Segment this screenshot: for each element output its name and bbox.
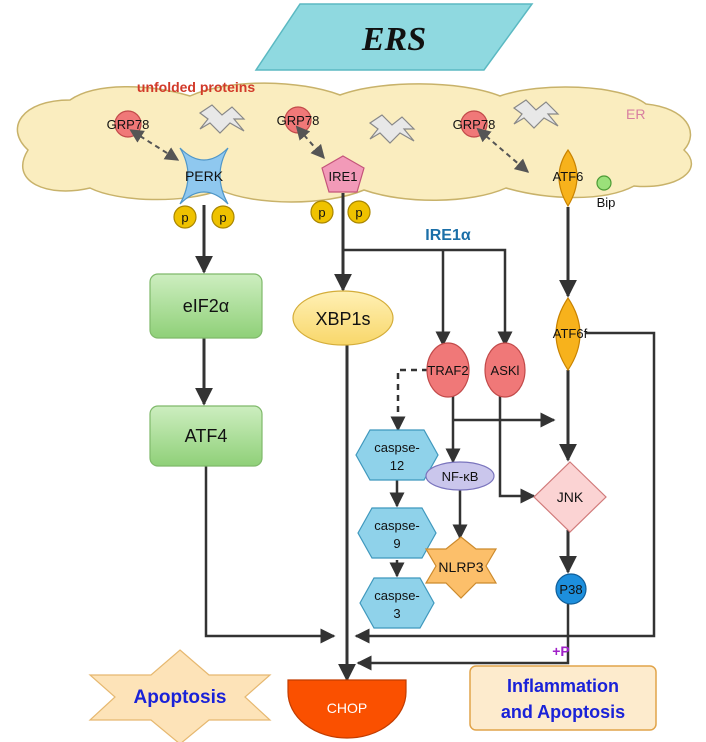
phospho-circle xyxy=(211,205,235,229)
title-banner xyxy=(254,3,534,71)
inflammation-label-1: Inflammation xyxy=(507,676,619,696)
nfkb-label: NF-κB xyxy=(442,469,479,484)
unfolded-proteins-label: unfolded proteins xyxy=(137,79,255,95)
ire1a-label: IRE1α xyxy=(425,227,471,244)
phospho-label: p xyxy=(355,205,362,220)
p38-label: P38 xyxy=(559,582,582,597)
grp78-label-1: GRP78 xyxy=(107,117,150,132)
atf4-box xyxy=(149,405,263,467)
phospho-label: p xyxy=(318,205,325,220)
caspase9-node xyxy=(357,507,437,559)
apoptosis-label: Apoptosis xyxy=(134,687,227,708)
traf2-caspase-dashed-arrow xyxy=(390,368,428,432)
bip-label: Bip xyxy=(597,195,616,210)
connectors xyxy=(195,193,656,682)
caspase3-node xyxy=(359,577,435,629)
plus-p-label: +P xyxy=(552,643,570,659)
xbp1s-node xyxy=(292,290,394,346)
chop-label: CHOP xyxy=(327,700,367,716)
jnk-node xyxy=(533,461,607,533)
grp78-label-3: GRP78 xyxy=(453,117,496,132)
grp78-perk-dashed-arrow xyxy=(129,129,180,161)
caspase3-label-2: 3 xyxy=(393,606,400,621)
phospho-circle xyxy=(173,205,197,229)
nfkb-node xyxy=(425,461,495,491)
xbp1s-label: XBP1s xyxy=(315,309,370,329)
atf6-label: ATF6 xyxy=(553,169,584,184)
caspase12-label-1: caspse- xyxy=(374,440,420,455)
phospho-circle xyxy=(310,200,334,224)
caspase12-label-2: 12 xyxy=(390,458,404,473)
ask1-node xyxy=(484,342,526,398)
ire1-label: IRE1 xyxy=(329,169,358,184)
atf6f-node xyxy=(555,296,581,372)
apoptosis-node xyxy=(88,649,272,742)
caspase9-label-1: caspse- xyxy=(374,518,420,533)
jnk-label: JNK xyxy=(557,489,584,505)
inflammation-label-2: and Apoptosis xyxy=(501,702,625,722)
er-label: ER xyxy=(626,106,645,122)
atf4-label: ATF4 xyxy=(185,426,228,446)
perk-node xyxy=(179,147,229,205)
caspase9-label-2: 9 xyxy=(393,536,400,551)
atf6-node xyxy=(558,148,578,208)
caspase12-node xyxy=(355,429,439,481)
traf2-label: TRAF2 xyxy=(427,363,468,378)
traf2-node xyxy=(426,342,470,398)
perk-label: PERK xyxy=(185,168,224,184)
bip-circle xyxy=(596,175,612,191)
atf6f-label: ATF6f xyxy=(553,326,588,341)
title-text: ERS xyxy=(361,21,426,58)
grp78-label-2: GRP78 xyxy=(277,113,320,128)
phospho-label: p xyxy=(219,210,226,225)
phospho-label: p xyxy=(181,210,188,225)
grp78-atf6-dashed-arrow xyxy=(476,127,530,173)
lightning-icon xyxy=(368,114,416,144)
phospho-circle xyxy=(347,200,371,224)
eif2a-box xyxy=(149,273,263,339)
chop-node xyxy=(287,679,407,739)
lightning-icon xyxy=(198,104,246,134)
ask1-label: ASKl xyxy=(491,363,520,378)
eif2a-label: eIF2α xyxy=(183,296,229,316)
nlrp3-node xyxy=(424,536,498,599)
nlrp3-label: NLRP3 xyxy=(438,559,483,575)
inflammation-box xyxy=(469,665,657,731)
caspase3-label-1: caspse- xyxy=(374,588,420,603)
lightning-icon xyxy=(512,99,560,129)
ire1-node xyxy=(321,155,365,193)
p38-node xyxy=(555,573,587,605)
